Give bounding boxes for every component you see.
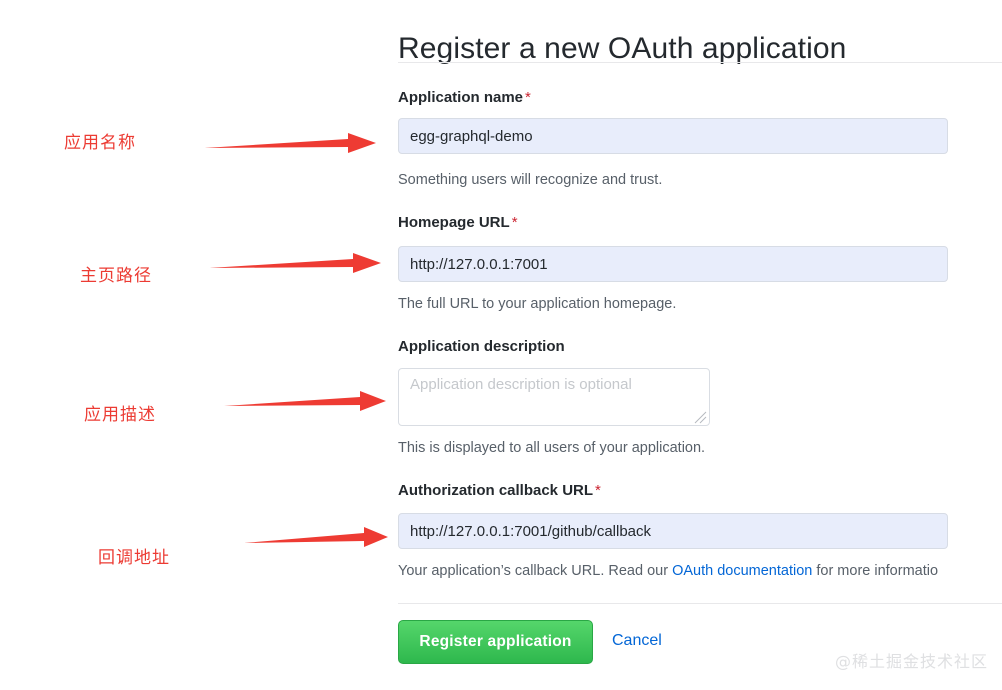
annotation-label-application-description: 应用描述: [84, 405, 156, 424]
required-star-homepage-url: *: [511, 214, 518, 231]
annotation-label-application-name: 应用名称: [64, 133, 136, 152]
cancel-link[interactable]: Cancel: [612, 632, 662, 649]
divider-top: [398, 62, 1002, 63]
help-application-name: Something users will recognize and trust…: [398, 172, 663, 188]
label-homepage-url-text: Homepage URL: [398, 214, 510, 231]
required-star-callback-url: *: [595, 482, 601, 499]
label-application-name: Application name*: [398, 89, 531, 106]
label-application-name-text: Application name: [398, 89, 524, 106]
annotation-layer: 应用名称 主页路径 应用描述 回调地址: [0, 0, 400, 690]
label-application-description-text: Application description: [398, 338, 565, 355]
help-callback-url: Your application’s callback URL. Read ou…: [398, 563, 938, 579]
input-homepage-url[interactable]: [398, 246, 948, 282]
oauth-documentation-link[interactable]: OAuth documentation: [672, 563, 813, 579]
input-application-name[interactable]: [398, 118, 948, 154]
register-application-button[interactable]: Register application: [398, 620, 593, 664]
help-callback-url-prefix: Your application’s callback URL. Read ou…: [398, 563, 673, 579]
annotation-arrow-application-description: [224, 391, 386, 411]
annotation-arrow-application-name: [204, 133, 376, 153]
input-application-description[interactable]: [398, 368, 710, 426]
annotation-arrow-homepage-url: [209, 253, 381, 273]
required-star-application-name: *: [525, 89, 531, 106]
page-title: Register a new OAuth application: [398, 32, 847, 66]
annotation-arrow-callback-url: [244, 527, 388, 547]
input-callback-url[interactable]: [398, 513, 948, 549]
label-callback-url: Authorization callback URL*: [398, 482, 601, 499]
label-application-description: Application description: [398, 338, 565, 355]
help-callback-url-suffix: for more informatio: [812, 563, 939, 579]
annotation-label-callback-url: 回调地址: [98, 548, 170, 567]
oauth-registration-form: Register a new OAuth application Applica…: [398, 0, 1002, 690]
divider-bottom: [398, 603, 1002, 604]
watermark: @稀土掘金技术社区: [834, 652, 988, 671]
help-application-description: This is displayed to all users of your a…: [398, 440, 706, 456]
annotation-label-homepage-url: 主页路径: [80, 266, 152, 285]
label-callback-url-text: Authorization callback URL: [398, 482, 594, 499]
label-homepage-url: Homepage URL*: [398, 214, 518, 231]
help-homepage-url: The full URL to your application homepag…: [398, 296, 677, 312]
